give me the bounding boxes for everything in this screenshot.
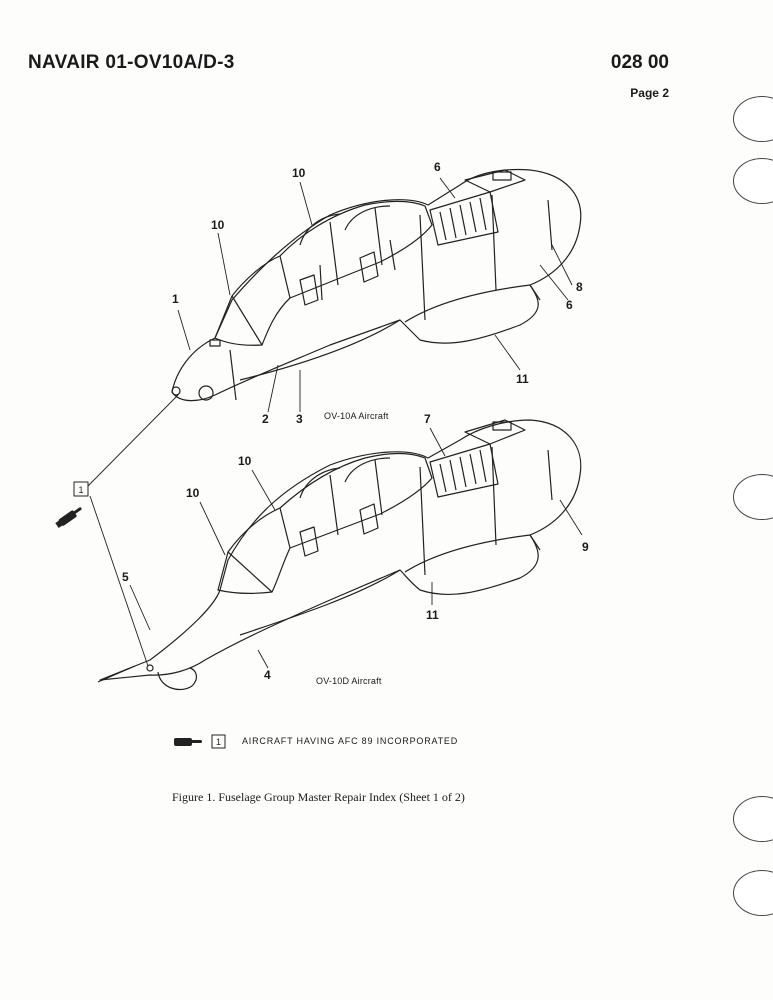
ov10d-fuselage-drawing <box>97 419 582 691</box>
section-number: 028 00 <box>610 52 669 73</box>
svg-text:1: 1 <box>78 485 83 495</box>
callout-11: 11 <box>516 372 529 386</box>
callout-2: 2 <box>262 412 269 426</box>
ov10a-label: OV-10A Aircraft <box>324 411 389 421</box>
callout-10: 10 <box>238 454 252 468</box>
pointing-hand-icon <box>174 738 202 746</box>
leader-lines-bottom <box>87 394 583 669</box>
callout-1: 1 <box>172 292 179 306</box>
binder-hole <box>733 796 773 842</box>
callout-6: 6 <box>434 160 441 174</box>
note-symbols: 1 <box>174 734 226 749</box>
callout-10: 10 <box>186 486 200 500</box>
callout-8: 8 <box>576 280 583 294</box>
callout-10: 10 <box>211 218 225 232</box>
ov10a-fuselage-drawing <box>171 168 582 402</box>
pointing-hand-icon <box>55 507 82 529</box>
callout-10: 10 <box>292 166 306 180</box>
figure-caption: Figure 1. Fuselage Group Master Repair I… <box>172 790 465 804</box>
callout-3: 3 <box>296 412 303 426</box>
page-number: Page 2 <box>630 86 669 100</box>
callout-5: 5 <box>122 570 129 584</box>
callout-9: 9 <box>582 540 589 554</box>
callout-6: 6 <box>566 298 573 312</box>
leader-lines-top <box>177 177 573 413</box>
callout-11: 11 <box>426 608 439 622</box>
note-symbol-number: 1 <box>216 737 221 747</box>
ov10d-label: OV-10D Aircraft <box>316 676 382 686</box>
effectivity-note: AIRCRAFT HAVING AFC 89 INCORPORATED <box>242 736 459 746</box>
callout-4: 4 <box>264 668 271 682</box>
callout-7: 7 <box>424 412 431 426</box>
document-id: NAVAIR 01-OV10A/D-3 <box>28 52 235 73</box>
